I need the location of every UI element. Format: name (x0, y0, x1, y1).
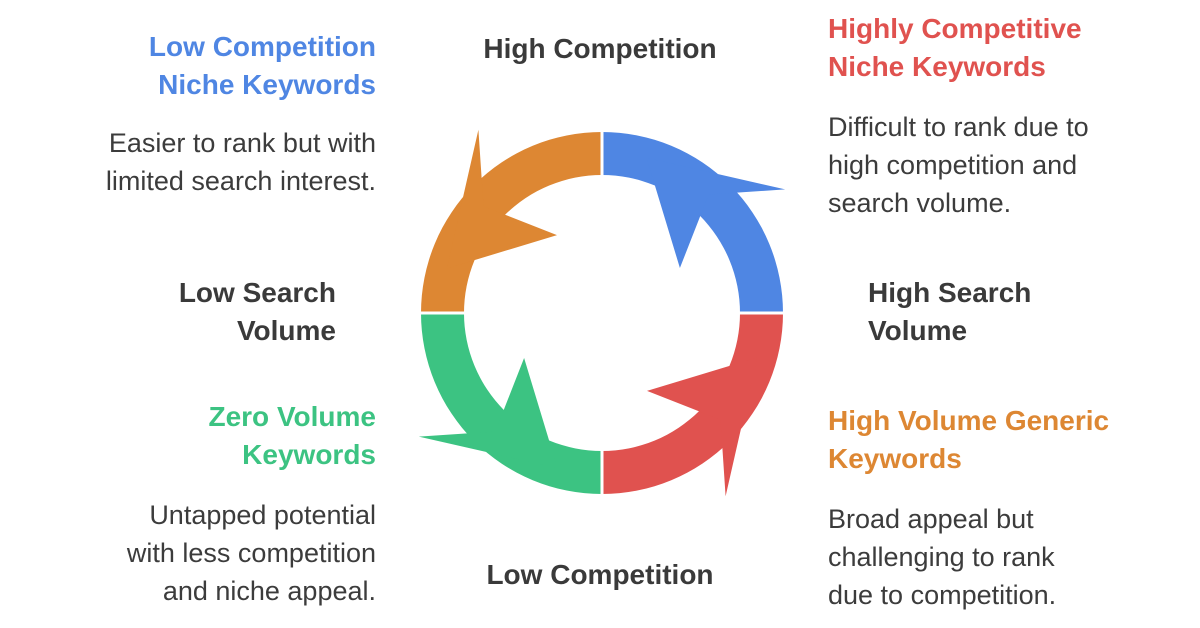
ring-segment-orange (421, 132, 602, 313)
quadrant-bottom-left-desc-line-3: and niche appeal. (162, 576, 376, 606)
ring-segment-green (421, 313, 602, 494)
quadrant-top-right-desc-line-1: Difficult to rank due to (828, 112, 1089, 142)
axis-label-left: Low Search Volume (120, 274, 336, 350)
ring-segment-red-arrowhead (647, 357, 758, 497)
quadrant-top-right-title-line-2: Niche Keywords (828, 51, 1046, 82)
quadrant-bottom-right-desc-line-3: due to competition. (828, 580, 1057, 610)
quadrant-top-left-title-line-1: Low Competition (148, 31, 376, 62)
quadrant-bottom-right-title-line-2: Keywords (828, 443, 962, 474)
quadrant-top-left-desc-line-1: Easier to rank but with (108, 128, 376, 158)
axis-left-line-2: Volume (236, 315, 336, 346)
ring-segment-red (602, 313, 783, 494)
quadrant-top-left-description: Easier to rank but with limited search i… (20, 124, 376, 200)
ring-segment-blue (602, 132, 783, 313)
ring-segment-green-arrowhead (418, 358, 558, 469)
quadrant-bottom-left-title-line-2: Keywords (242, 439, 376, 470)
quadrant-bottom-right-desc-line-1: Broad appeal but (828, 504, 1034, 534)
quadrant-top-right-desc-line-3: search volume. (828, 188, 1012, 218)
quadrant-bottom-right-title-line-1: High Volume Generic (828, 405, 1110, 436)
quadrant-top-right-description: Difficult to rank due to high competitio… (828, 108, 1188, 222)
axis-right-line-2: Volume (868, 315, 968, 346)
quadrant-top-right-title-line-1: Highly Competitive (828, 13, 1082, 44)
axis-label-top: High Competition (440, 30, 760, 68)
quadrant-top-left-title: Low Competition Niche Keywords (40, 28, 376, 104)
quadrant-bottom-left-title-line-1: Zero Volume (208, 401, 376, 432)
quadrant-bottom-right-title: High Volume Generic Keywords (828, 402, 1188, 478)
axis-left-line-1: Low Search (178, 277, 336, 308)
axis-top-text: High Competition (483, 33, 717, 64)
quadrant-top-right-desc-line-2: high competition and (828, 150, 1078, 180)
axis-bottom-text: Low Competition (486, 559, 714, 590)
axis-label-right: High Search Volume (868, 274, 1088, 350)
quadrant-bottom-right-desc-line-2: challenging to rank (828, 542, 1055, 572)
quadrant-bottom-left-title: Zero Volume Keywords (60, 398, 376, 474)
quadrant-bottom-left-description: Untapped potential with less competition… (20, 496, 376, 610)
quadrant-bottom-left-desc-line-2: with less competition (126, 538, 376, 568)
quadrant-top-left-desc-line-2: limited search interest. (105, 166, 376, 196)
quadrant-top-left-title-line-2: Niche Keywords (158, 69, 376, 100)
ring-segment-orange-arrowhead (446, 129, 557, 269)
axis-right-line-1: High Search (868, 277, 1032, 308)
ring-segment-blue-arrowhead (646, 157, 786, 268)
quadrant-bottom-right-description: Broad appeal but challenging to rank due… (828, 500, 1188, 614)
axis-label-bottom: Low Competition (440, 556, 760, 594)
quadrant-top-right-title: Highly Competitive Niche Keywords (828, 10, 1188, 86)
quadrant-bottom-left-desc-line-1: Untapped potential (149, 500, 376, 530)
